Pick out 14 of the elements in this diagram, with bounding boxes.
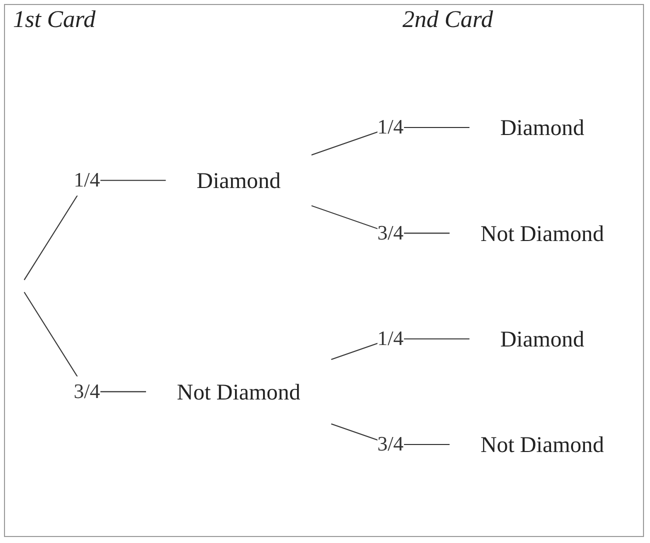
node-text: Not Diamond <box>176 378 300 404</box>
edge-label: 3/4 <box>377 222 404 244</box>
edge-label: 1/4 <box>377 328 404 350</box>
node-text: Not Diamond <box>480 432 604 458</box>
column-heading: 1st Card <box>13 7 96 35</box>
edge-label: 3/4 <box>74 380 100 403</box>
node-text: Diamond <box>500 114 584 140</box>
node-text: Not Diamond <box>480 220 604 246</box>
edge-label: 1/4 <box>377 116 404 139</box>
edge-label: 3/4 <box>377 433 404 456</box>
edge-label: 1/4 <box>74 169 100 192</box>
node-text: Diamond <box>500 326 584 352</box>
column-heading: 2nd Card <box>402 7 493 35</box>
node-text: Diamond <box>196 168 281 194</box>
